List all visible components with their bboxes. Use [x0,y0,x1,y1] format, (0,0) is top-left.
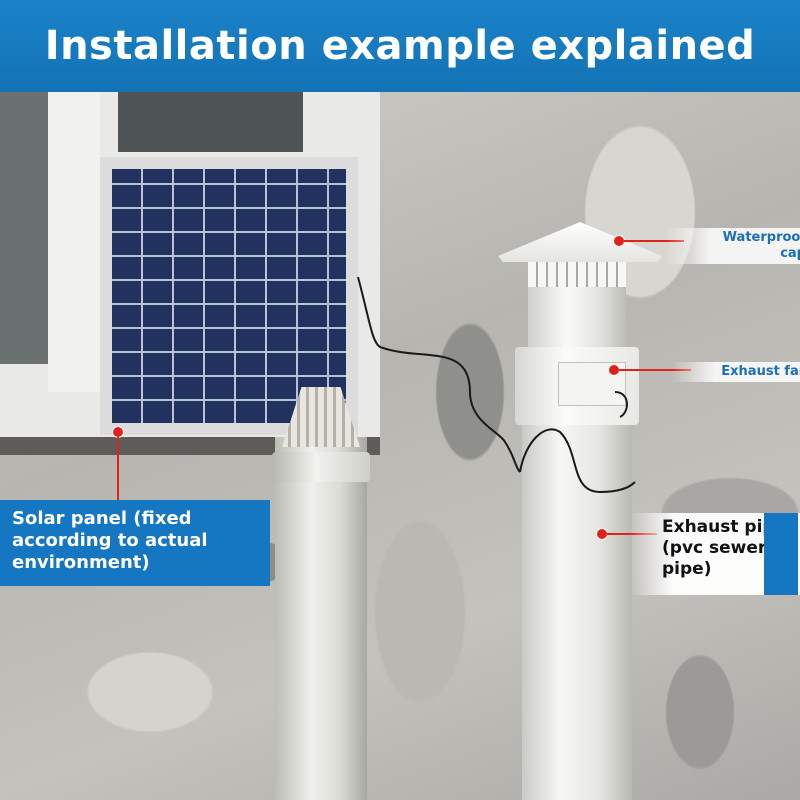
power-cable [357,276,636,494]
fan-grille [528,257,626,287]
solar-panel-image [100,157,358,435]
exhaust-pipe-image [522,422,632,800]
callout-line-cap [624,240,684,242]
callout-line-fan [619,369,691,371]
vent-pipe-coupling [272,452,370,482]
exhaust-fan-label: Exhaust fan [672,362,800,382]
page-title: Installation example explained [44,23,756,69]
window-glass [0,92,48,364]
solar-panel-label: Solar panel (fixed according to actual e… [0,500,270,586]
window-glass-upper [118,92,303,152]
window-mullion [48,92,100,392]
label-accent-bar [764,513,798,595]
installation-photo [0,92,800,800]
fan-spec-sticker [558,362,626,406]
waterproof-cap-label: Waterproof cap [666,228,800,264]
solar-cells [112,169,346,423]
header-banner: Installation example explained [0,0,800,92]
vent-pipe [275,437,367,800]
callout-line-solar [117,437,119,507]
